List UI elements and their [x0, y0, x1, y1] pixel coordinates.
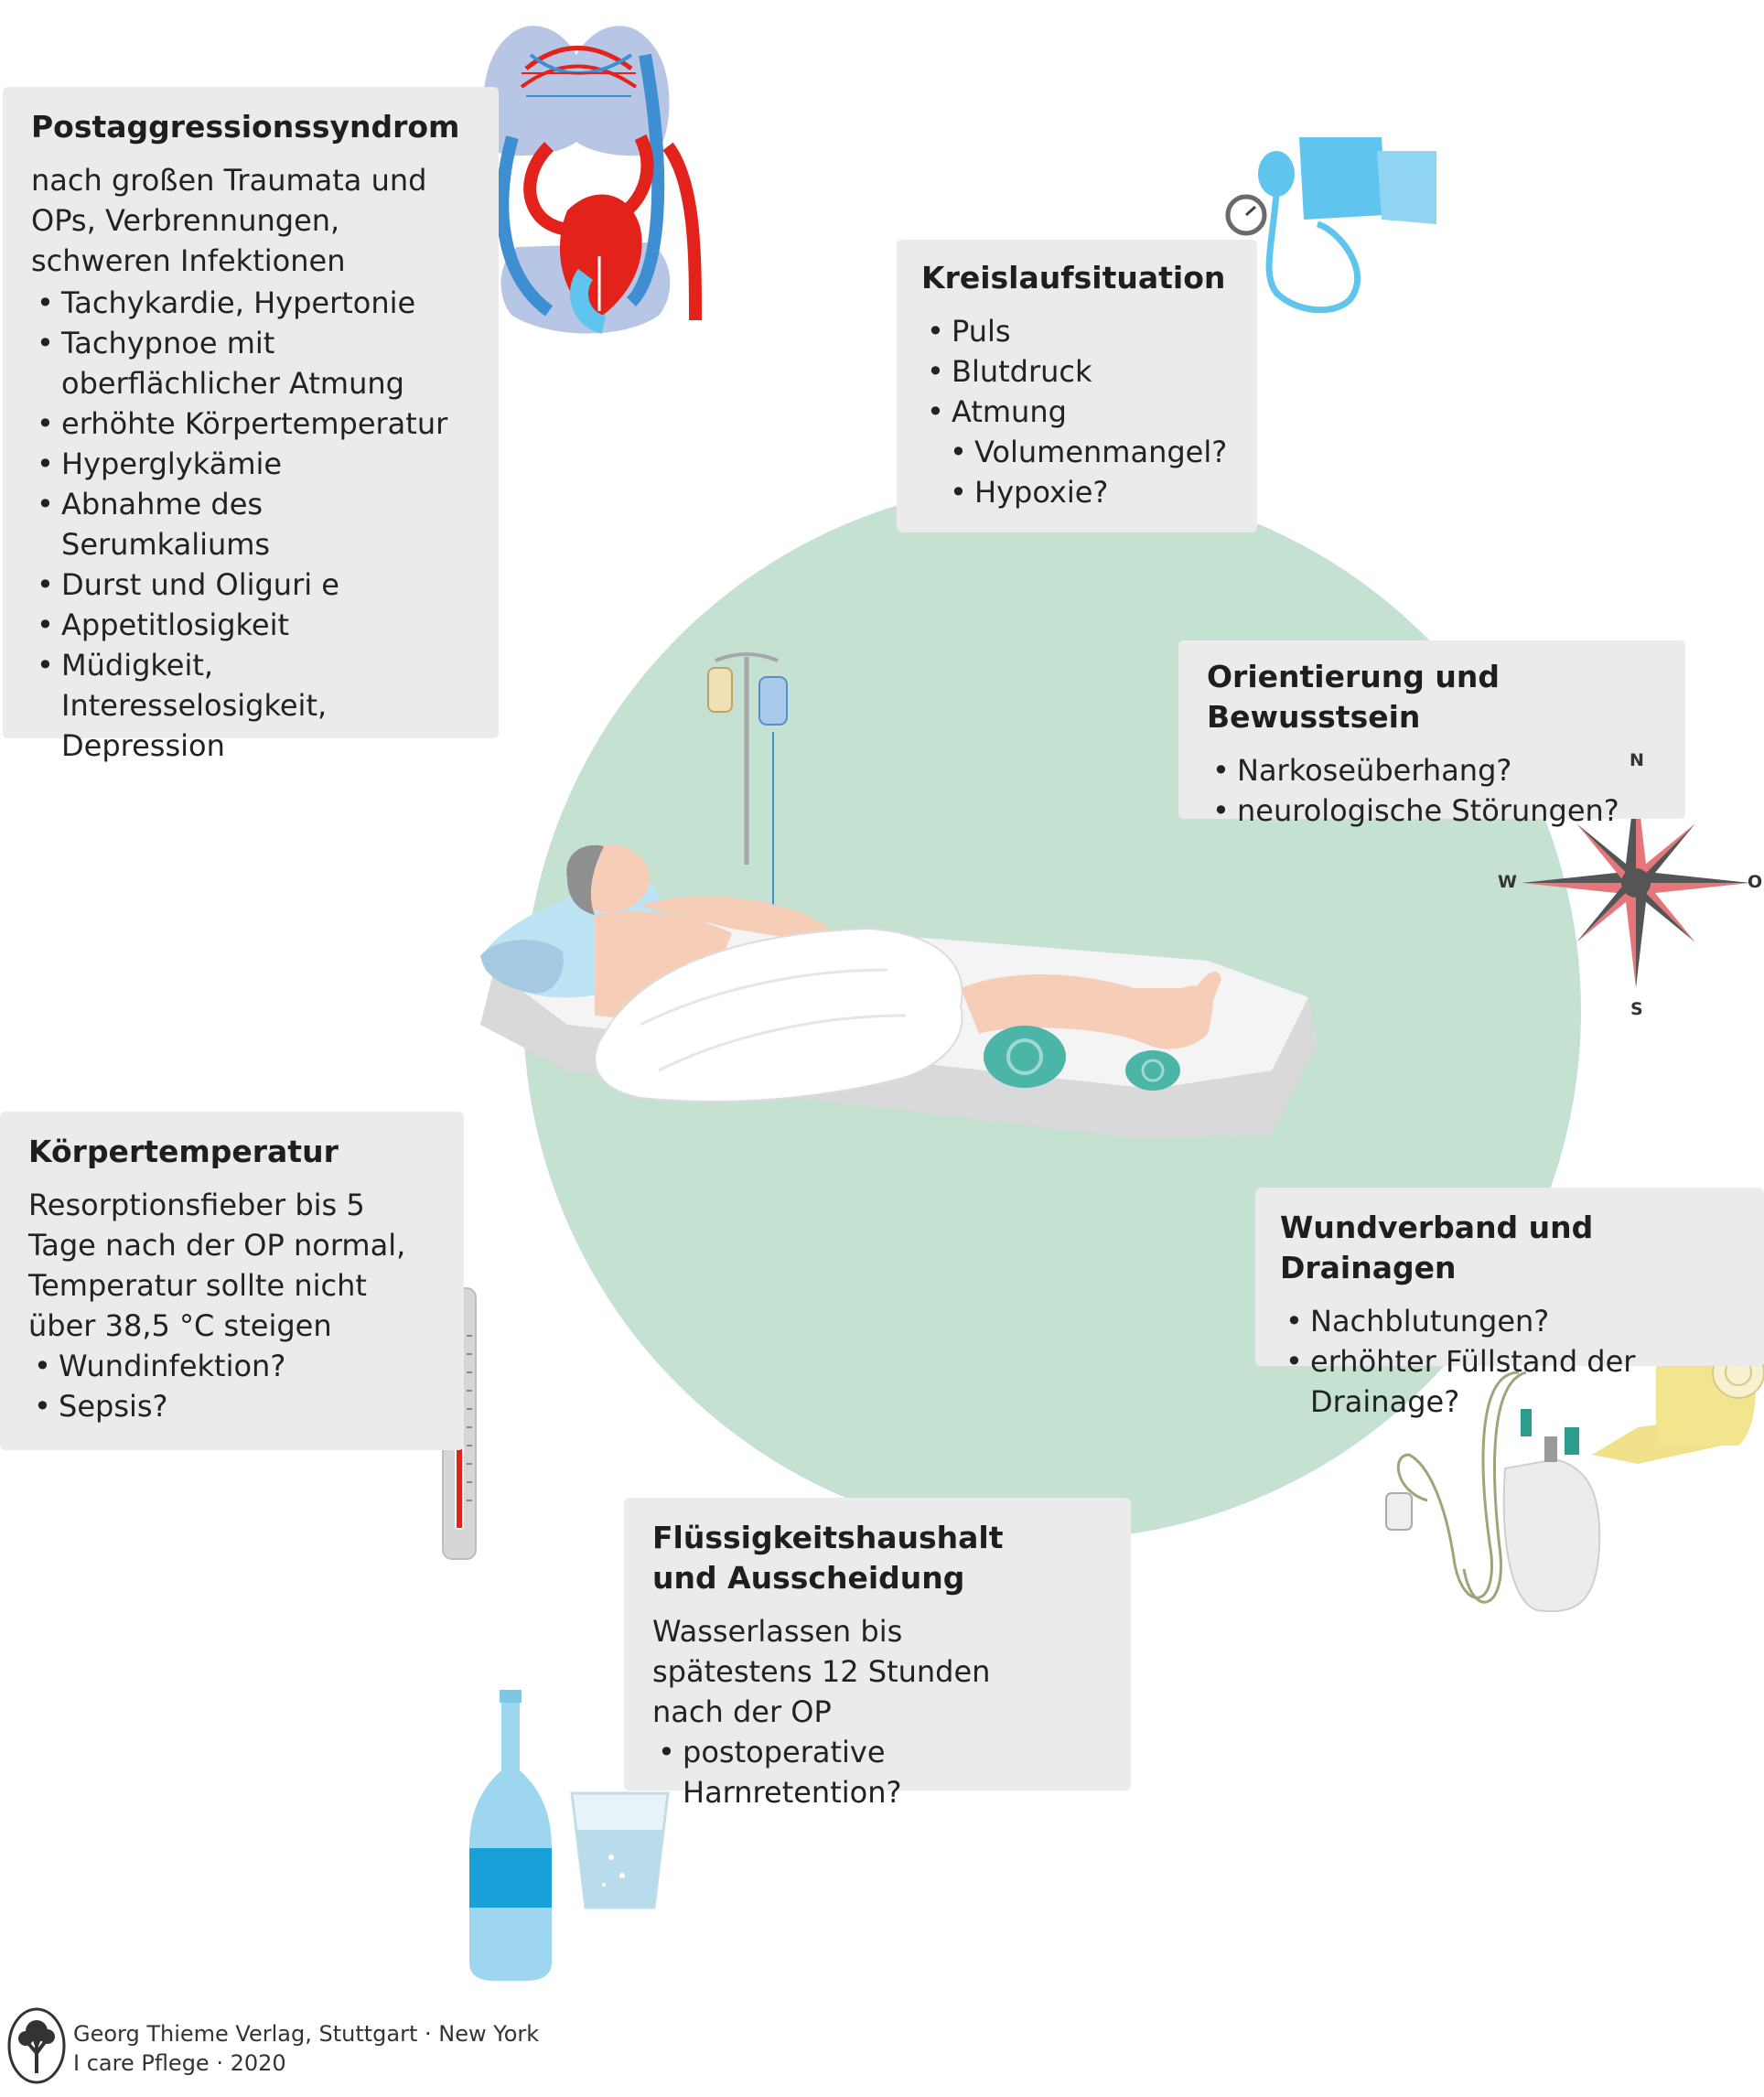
list-item: Atmung	[921, 392, 1239, 432]
publisher-logo-icon	[7, 2007, 66, 2084]
blood-pressure-icon	[1225, 137, 1436, 314]
box-list: Narkoseüberhang? neurologische Störungen…	[1207, 750, 1667, 831]
box-title: Flüssigkeitshaushalt und Ausscheidung	[652, 1520, 1004, 1596]
box-title: Körpertemperatur	[28, 1134, 339, 1169]
box-title: Postaggressionssyndrom	[31, 109, 460, 145]
list-item: Appetitlosigkeit	[31, 605, 480, 645]
publisher-credit: Georg Thieme Verlag, Stuttgart · New Yor…	[73, 2019, 539, 2078]
box-text: Resorptionsfieber bis 5 Tage nach der OP…	[28, 1188, 406, 1343]
box-koerpertemperatur: Körpertemperatur Resorptionsfieber bis 5…	[0, 1112, 464, 1450]
list-item: neurologische Störungen?	[1207, 790, 1667, 831]
box-orientierung: Orientierung und Bewusstsein Narkoseüber…	[1178, 640, 1685, 831]
circulation-icon	[483, 26, 702, 334]
list-item: postoperative Harnretention?	[652, 1732, 1113, 1812]
box-fluessigkeitshaushalt: Flüssigkeitshaushalt und Ausscheidung Wa…	[624, 1498, 1131, 1810]
compass-icon	[1522, 778, 1750, 988]
box-postaggressionssyndrom: Postaggressionssyndrom nach großen Traum…	[3, 87, 499, 763]
box-text: Wasserlassen bis spätestens 12 Stunden n…	[652, 1614, 991, 1729]
list-item: Narkoseüberhang?	[1207, 750, 1667, 790]
water-glass-icon	[570, 1791, 670, 1909]
list-item: Wundinfektion?	[28, 1346, 446, 1386]
compass-north-label: N	[1630, 750, 1644, 770]
list-item: Puls	[921, 311, 1239, 351]
box-title: Kreislaufsituation	[921, 260, 1226, 296]
list-subitem: Volumenmangel?	[944, 432, 1239, 472]
box-list: Nachblutungen? erhöhter Füllstand der Dr…	[1280, 1301, 1751, 1422]
list-item: erhöhter Füllstand der Drainage?	[1280, 1341, 1751, 1422]
compass-south-label: S	[1630, 999, 1643, 1019]
box-title: Wundverband und Drainagen	[1280, 1210, 1594, 1285]
list-item: Sepsis?	[28, 1386, 446, 1426]
list-subitem: Hypoxie?	[944, 472, 1239, 512]
list-item: Durst und Oliguri e	[31, 565, 480, 605]
box-list: Wundinfektion? Sepsis?	[28, 1346, 446, 1426]
list-item: Abnahme des Serumkaliums	[31, 484, 480, 565]
box-list: postoperative Harnretention?	[652, 1732, 1113, 1812]
box-wundverband: Wundverband und Drainagen Nachblutungen?…	[1255, 1188, 1764, 1419]
box-kreislaufsituation: Kreislaufsituation Puls Blutdruck Atmung…	[897, 240, 1257, 532]
credit-line: Georg Thieme Verlag, Stuttgart · New Yor…	[73, 2021, 540, 2047]
box-list: Tachykardie, Hypertonie Tachypnoe mit ob…	[31, 283, 480, 766]
box-title: Orientierung und Bewusstsein	[1207, 659, 1500, 735]
list-item: Tachypnoe mit oberflächlicher Atmung	[31, 323, 480, 403]
box-text: nach großen Traumata und OPs, Verbrennun…	[31, 163, 427, 278]
credit-line: I care Pflege · 2020	[73, 2050, 286, 2076]
list-item: Müdigkeit, Interesselosigkeit, Depressio…	[31, 645, 480, 766]
list-item: Blutdruck	[921, 351, 1239, 392]
list-item: Nachblutungen?	[1280, 1301, 1751, 1341]
patient	[566, 844, 1221, 1102]
box-list: Puls Blutdruck Atmung Volumenmangel? Hyp…	[921, 311, 1239, 512]
list-item: Tachykardie, Hypertonie	[31, 283, 480, 323]
compass-west-label: W	[1498, 872, 1517, 892]
compass-east-label: O	[1748, 872, 1763, 892]
water-bottle-icon	[469, 1690, 552, 1981]
list-item: erhöhte Körpertemperatur	[31, 403, 480, 444]
list-item: Hyperglykämie	[31, 444, 480, 484]
